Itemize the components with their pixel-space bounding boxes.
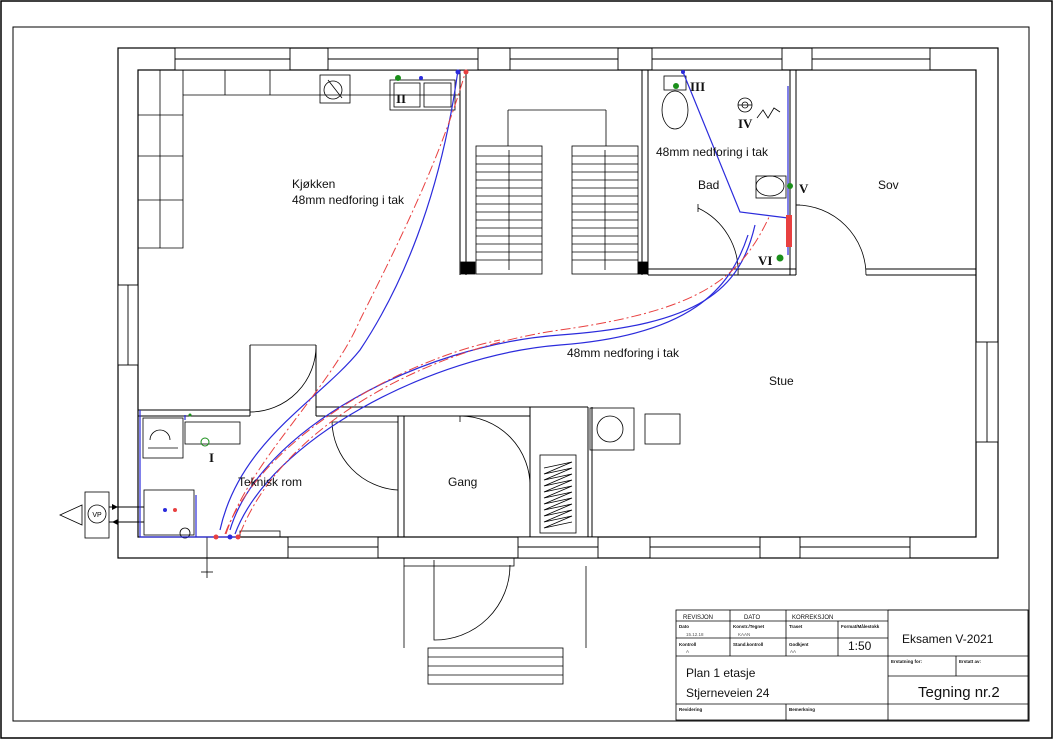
marker-vi: VI — [758, 253, 772, 268]
sheet-border-inner — [12, 26, 1030, 722]
closet-and-appliances — [539, 407, 681, 534]
staircase — [460, 109, 649, 275]
tb-design-label: Konstr./Tegnet — [733, 624, 765, 629]
tb-date-value: 15.12.18 — [686, 632, 704, 637]
tb-scale: 1:50 — [848, 639, 872, 653]
room-label-technical: Teknisk rom — [238, 475, 302, 489]
tb-correction-header: KORREKSJON — [792, 615, 833, 621]
marker-iv: IV — [738, 116, 753, 131]
windows — [117, 47, 999, 559]
tb-control-label: Kontroll — [679, 642, 696, 647]
red-heating-lines — [224, 69, 771, 535]
bathroom-fixtures — [661, 75, 787, 199]
tb-replaces-label: Erstatning for: — [891, 659, 923, 664]
heat-pump-unit: VP — [59, 491, 144, 539]
tb-approved-value: AA — [790, 649, 796, 654]
pipe-connection-points — [163, 69, 793, 540]
living-ceiling-note: 48mm nedforing i tak — [567, 346, 680, 360]
blue-pipe-lines — [139, 69, 789, 538]
room-label-bedroom: Sov — [878, 178, 899, 192]
technical-room-equipment — [142, 417, 281, 539]
tb-drawing-number: Tegning nr.2 — [918, 684, 1000, 701]
tb-traced-label: Traset — [789, 624, 803, 629]
tb-revision-header: REVISJON — [683, 615, 713, 621]
marker-iii: III — [690, 79, 705, 94]
interior-walls — [138, 70, 976, 537]
tb-remark-label: Bemerkning — [789, 707, 815, 712]
tb-replaced-by-label: Erstatt av: — [959, 659, 982, 664]
tb-scale-label: Format/Målestokk — [841, 623, 880, 629]
tb-date-label: Dato — [679, 624, 689, 629]
room-label-hall: Gang — [448, 475, 477, 489]
tb-control-value: A — [686, 649, 689, 654]
heat-pump-label: VP — [92, 512, 102, 519]
room-label-living: Stue — [769, 374, 794, 388]
tb-project: Eksamen V-2021 — [902, 632, 994, 646]
tb-drawing-title: Plan 1 etasje — [686, 666, 756, 680]
marker-v: V — [799, 181, 809, 196]
doors — [249, 204, 867, 641]
tb-stand-label: Stand.kontroll — [733, 642, 763, 647]
tb-address: Stjerneveien 24 — [686, 686, 770, 700]
entrance-steps — [403, 566, 587, 685]
tb-design-value: KAAN — [738, 632, 750, 637]
tb-approved-label: Godkjent — [789, 642, 809, 647]
kitchen-ceiling-note: 48mm nedforing i tak — [292, 193, 405, 207]
tb-revision-label: Revidering — [679, 707, 703, 712]
kitchen-counter — [137, 70, 461, 249]
drain-symbol — [201, 537, 213, 578]
marker-ii: II — [396, 91, 406, 106]
room-label-bath: Bad — [698, 178, 719, 192]
tb-date-header: DATO — [744, 615, 760, 621]
title-block — [675, 609, 1029, 721]
marker-i: I — [209, 450, 214, 465]
bath-ceiling-note: 48mm nedforing i tak — [656, 145, 769, 159]
room-label-kitchen: Kjøkken — [292, 177, 335, 191]
